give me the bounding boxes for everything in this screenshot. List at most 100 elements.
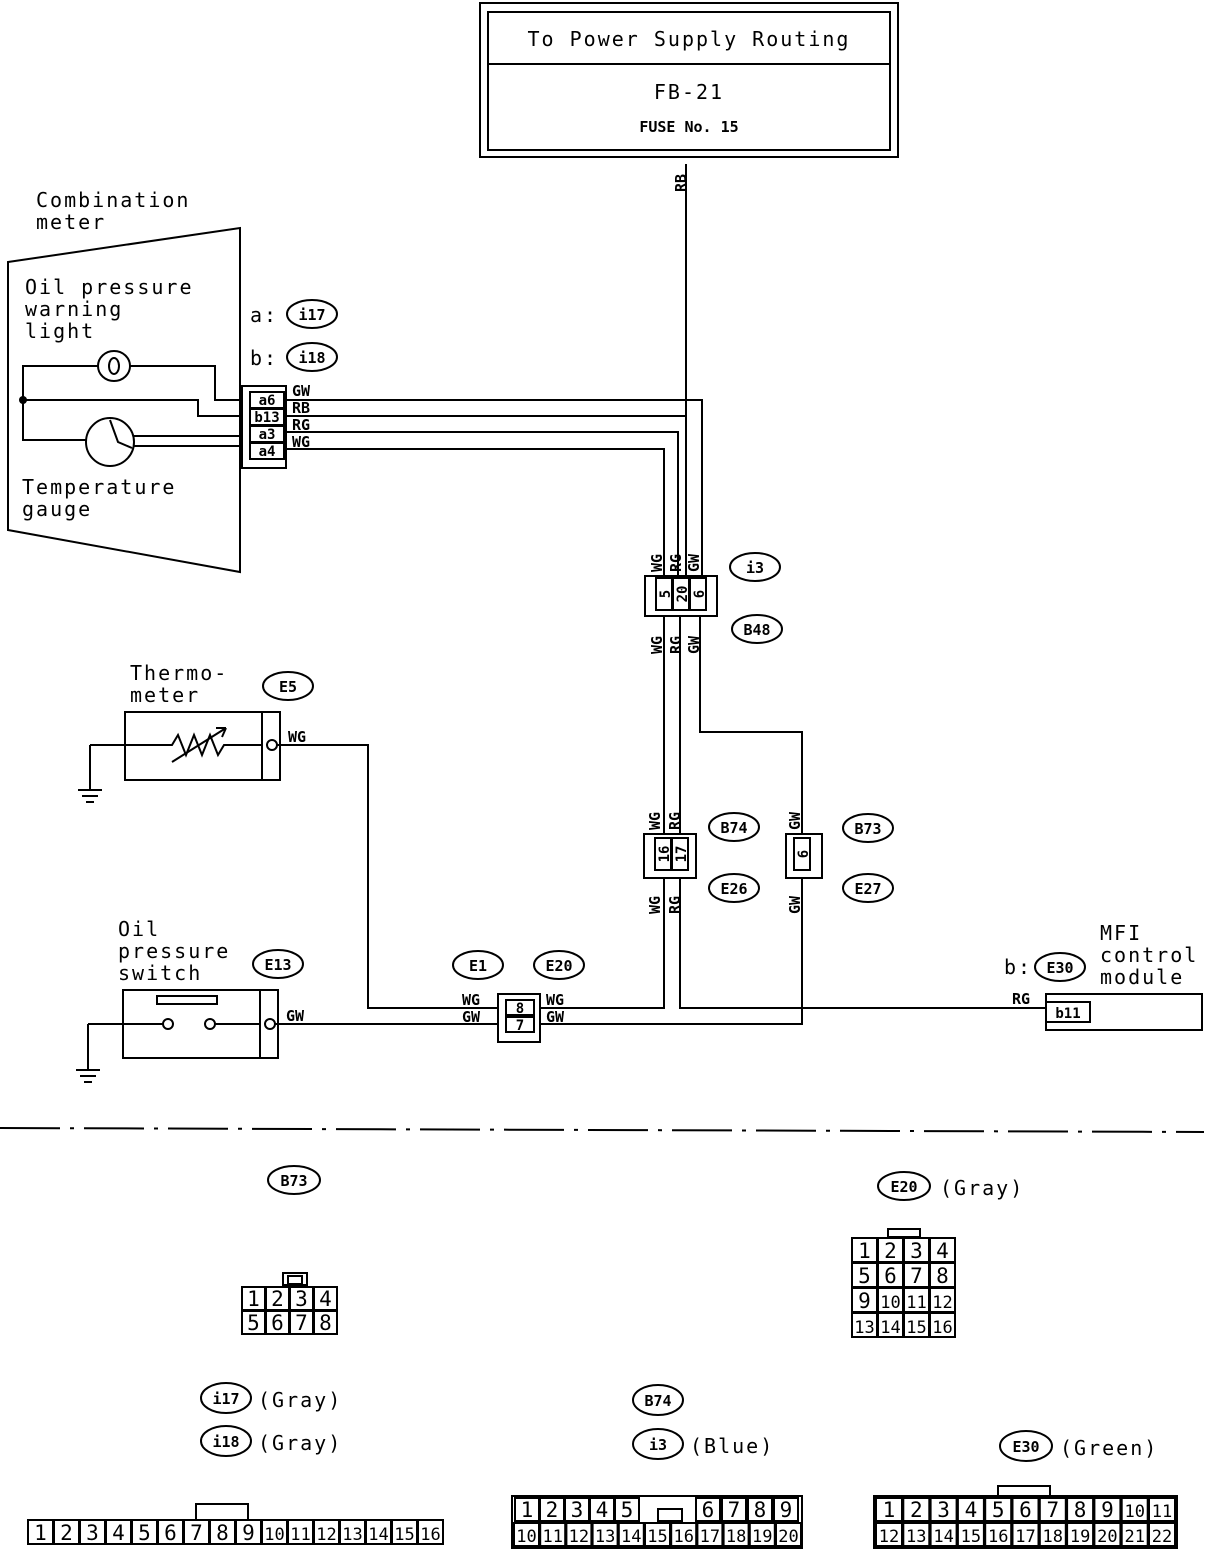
face-i18-pin: 16 — [420, 1525, 440, 1545]
face-i18-id: i18 — [212, 1433, 239, 1451]
face-e30-pin: 22 — [1152, 1527, 1172, 1547]
face-e30-pin-cell — [929, 1497, 958, 1522]
wire-label-gw: GW — [462, 1008, 481, 1026]
face-i3-pin: 17 — [700, 1527, 720, 1547]
face-e20-pin: 9 — [858, 1289, 871, 1313]
wire-label-wg: WG — [646, 812, 664, 830]
face-e20-pin-cell — [877, 1312, 904, 1338]
face-e30-pin-cell — [956, 1497, 985, 1522]
face-i17-id: i17 — [212, 1390, 239, 1408]
face-i18-pin: 10 — [264, 1525, 284, 1545]
face-b73-pin: 4 — [319, 1287, 332, 1311]
oil-switch-label-1: Oil — [118, 917, 160, 941]
wire-label-rg: RG — [666, 812, 684, 830]
wire-label-rb: RB — [292, 399, 310, 417]
face-e30-color: (Green) — [1060, 1436, 1158, 1460]
face-i18-pin: 9 — [242, 1521, 255, 1545]
meter-a-id: i17 — [298, 306, 325, 324]
wire-label-gw: GW — [292, 382, 311, 400]
face-b73-pin: 5 — [247, 1311, 260, 1335]
face-e30-pin-cell — [1038, 1497, 1067, 1522]
wire-label-wg: WG — [648, 636, 666, 654]
meter-connector-refs: a: i17 b: i18 — [250, 299, 338, 372]
meter-pin-block: a6 b13 a3 a4 — [241, 385, 287, 469]
face-i3-pin-cell — [722, 1522, 750, 1547]
face-i18-pin-cell — [313, 1519, 340, 1545]
face-e30-pin-cell — [1093, 1497, 1122, 1522]
face-i3-pin-cell — [721, 1497, 747, 1522]
b74-pin: 16 — [657, 846, 673, 863]
face-e20-pin-cell — [929, 1237, 956, 1263]
meter-pin: b13 — [254, 410, 279, 426]
harness-lower — [663, 616, 803, 838]
face-e20-pin: 8 — [936, 1264, 949, 1288]
face-e30-pin: 18 — [1043, 1527, 1063, 1547]
b74-pin: 17 — [674, 846, 690, 863]
face-i18-pin-cell — [79, 1519, 106, 1545]
face-e30-pin: 4 — [965, 1498, 978, 1522]
face-i18-pin: 14 — [368, 1525, 388, 1545]
face-b73-pin: 1 — [247, 1287, 260, 1311]
face-e20-pin: 12 — [932, 1293, 952, 1313]
face-e30-pin: 11 — [1152, 1502, 1172, 1522]
e13-id: E13 — [264, 956, 291, 974]
face-i3-pin: 12 — [569, 1527, 589, 1547]
b73-id: B73 — [854, 820, 881, 838]
face-e30-pin-cell — [1120, 1497, 1149, 1522]
meter-b-prefix: b: — [250, 346, 278, 370]
e30-pin: b11 — [1055, 1006, 1080, 1022]
face-i3-pin-cell — [670, 1522, 698, 1547]
e1-id: E1 — [469, 957, 487, 975]
face-e30-pin-cell — [902, 1522, 931, 1547]
face-i18-pin: 15 — [394, 1525, 414, 1545]
face-i18-pin: 11 — [290, 1525, 310, 1545]
thermometer-label-2: meter — [130, 683, 200, 707]
face-i18-pin: 5 — [138, 1521, 151, 1545]
face-i18-pin: 12 — [316, 1525, 336, 1545]
i3-pin: 6 — [692, 590, 708, 598]
face-e20-pin: 14 — [880, 1318, 900, 1338]
oil-light-label-1: Oil pressure — [25, 275, 194, 299]
face-i3-pin: 16 — [673, 1527, 693, 1547]
temp-gauge-label-1: Temperature — [22, 475, 176, 499]
face-e30-pin-cell — [1011, 1522, 1040, 1547]
face-b73-id: B73 — [280, 1172, 307, 1190]
face-e20-pin: 11 — [906, 1293, 926, 1313]
face-e20-pin: 16 — [932, 1318, 952, 1338]
thermistor-icon — [90, 732, 262, 758]
face-i3-pin: 10 — [516, 1527, 536, 1547]
face-i3-pin: 2 — [546, 1498, 559, 1522]
face-e30-pin: 6 — [1019, 1498, 1032, 1522]
oil-light-label-3: light — [25, 319, 95, 343]
face-e30-pin-cell — [956, 1522, 985, 1547]
wire-label-rg: RG — [666, 896, 684, 914]
face-e30-pin-cell — [875, 1522, 903, 1547]
face-b73-pin-cell — [313, 1310, 338, 1335]
mfi-prefix: b: — [1004, 955, 1032, 979]
face-e30-pin-cell — [1066, 1522, 1095, 1547]
face-i18-pin: 1 — [34, 1521, 47, 1545]
face-e30-pin: 19 — [1070, 1527, 1090, 1547]
face-i3-pin: 19 — [752, 1527, 772, 1547]
face-e30-pin-cell — [1038, 1522, 1067, 1547]
face-i3-pin-cell — [748, 1522, 776, 1547]
ground-icon — [76, 1069, 100, 1083]
combination-meter-label-1: Combination — [36, 188, 190, 212]
face-e20-pin: 1 — [858, 1239, 871, 1263]
mfi-label-3: module — [1100, 965, 1184, 989]
face-i18-pin: 6 — [164, 1521, 177, 1545]
face-e30-pin: 9 — [1101, 1498, 1114, 1522]
wire-label-gw: GW — [546, 1008, 565, 1026]
face-e30-pin-cell — [1120, 1522, 1149, 1547]
face-e20-id: E20 — [890, 1178, 917, 1196]
face-i3-pin: 11 — [542, 1527, 562, 1547]
face-i18-pin-cell — [209, 1519, 236, 1545]
face-i3-pin-cell — [775, 1522, 802, 1547]
e20-pin: 8 — [516, 1001, 524, 1017]
face-b74-id: B74 — [644, 1392, 671, 1410]
face-i3-pin-cell — [644, 1522, 671, 1547]
face-i3-pin: 15 — [647, 1527, 667, 1547]
face-i18-pin: 7 — [190, 1521, 203, 1545]
face-e20-pin: 15 — [906, 1318, 926, 1338]
face-i3-pin: 3 — [571, 1498, 584, 1522]
